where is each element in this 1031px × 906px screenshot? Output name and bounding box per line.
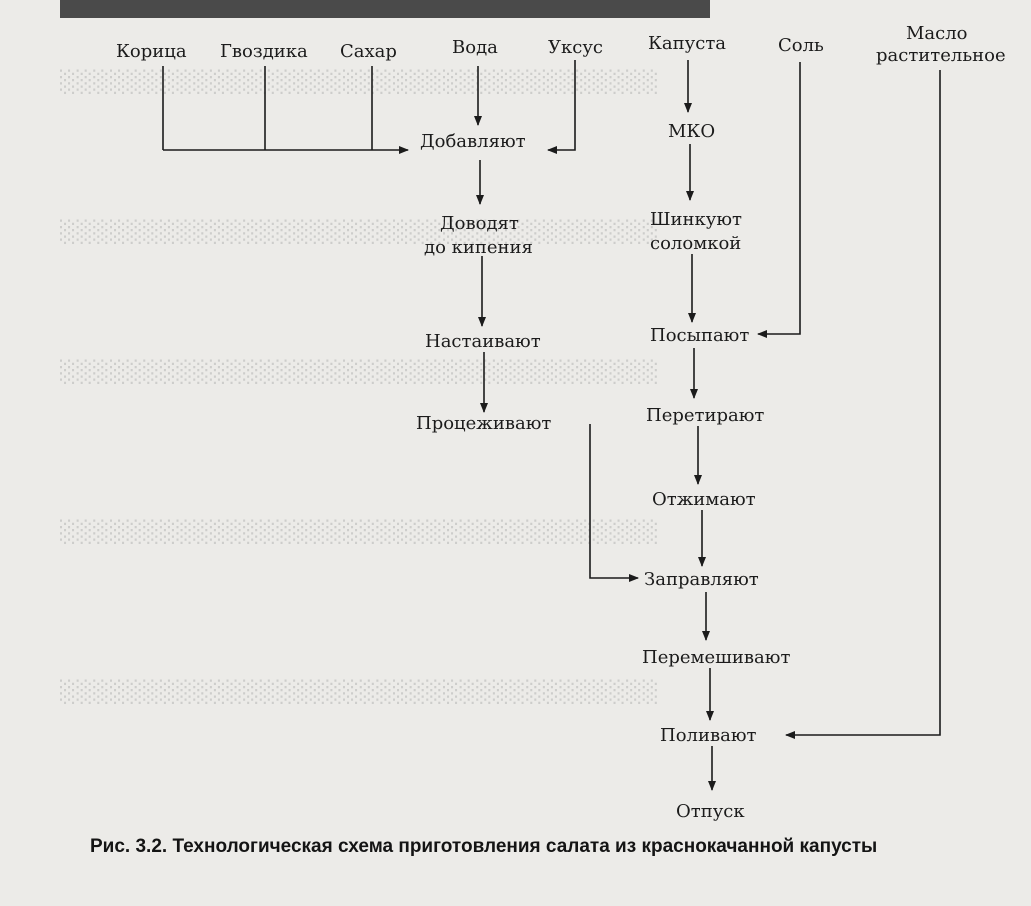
step-shred-line2: соломкой [650,233,742,254]
step-shred-line1: Шинкуют [650,209,743,230]
arrow-oil-to-pour [785,70,941,739]
top-dark-band [60,0,710,18]
ingredient-cloves: Гвоздика [220,41,308,62]
step-infuse: Настаивают [425,331,541,352]
step-mix: Перемешивают [642,647,791,668]
step-serve: Отпуск [676,801,745,822]
step-mko: МКО [668,121,716,142]
step-squeeze: Отжимают [652,489,756,510]
step-add: Добавляют [420,131,526,152]
ingredient-salt: Соль [778,35,824,56]
step-dress: Заправляют [644,569,759,590]
step-sprinkle: Посыпают [650,325,750,346]
ingredient-cabbage: Капуста [648,33,727,54]
step-pour: Поливают [660,725,757,746]
arrow-vinegar-to-add [547,60,576,154]
ingredient-water: Вода [452,37,498,58]
ingredient-sugar: Сахар [340,41,397,62]
ingredient-oil-line1: Масло [906,23,968,44]
step-rub: Перетирают [646,405,765,426]
figure-caption: Рис. 3.2. Технологическая схема приготов… [90,836,878,857]
ingredient-vinegar: Уксус [548,37,604,58]
ingredient-cinnamon: Корица [116,41,187,62]
ingredient-oil-line2: растительное [876,45,1006,66]
step-boil-line1: Доводят [440,213,519,234]
step-boil-line2: до кипения [424,237,533,258]
arrow-salt-to-sprinkle [757,62,801,338]
arrow-strain-to-dress [589,424,639,582]
step-strain: Процеживают [416,413,552,434]
